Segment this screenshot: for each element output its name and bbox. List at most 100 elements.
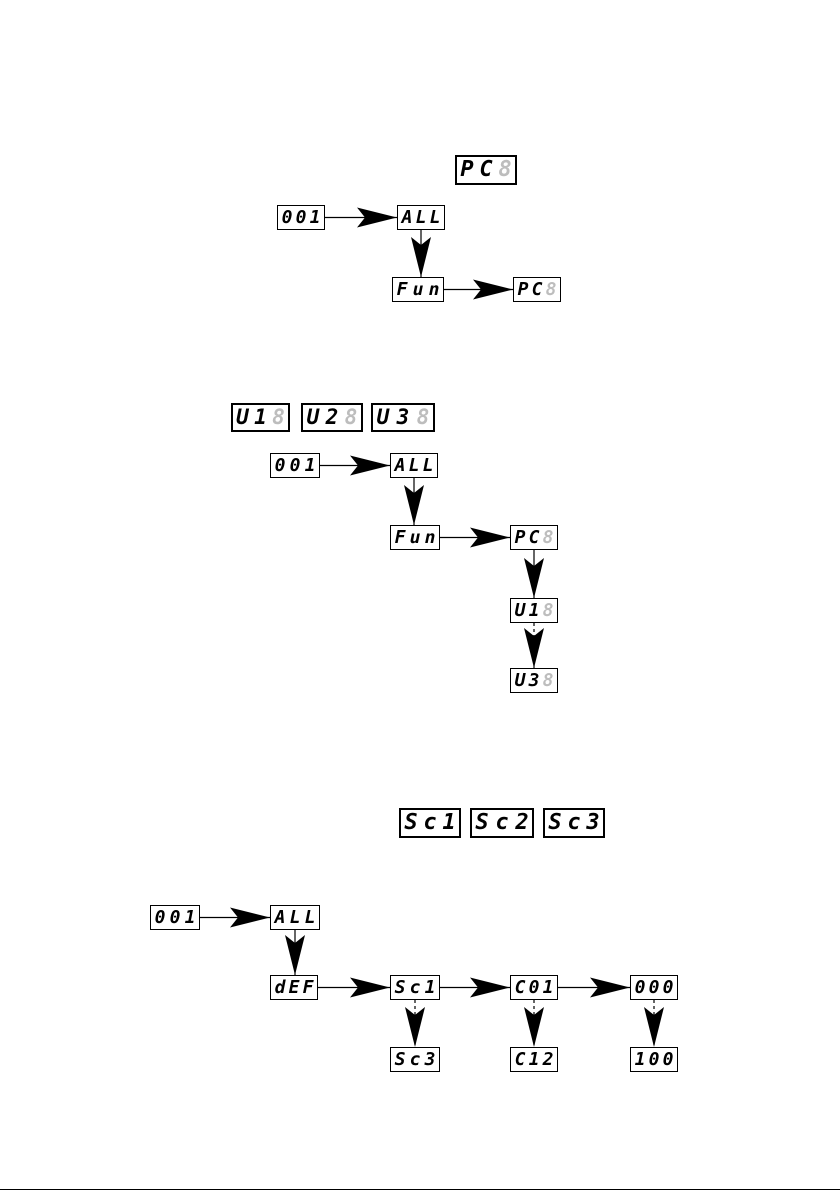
segment-digit: F	[302, 979, 315, 997]
segment-digit: A	[394, 457, 407, 475]
segment-digit: 8	[342, 407, 360, 428]
segment-digit: 1	[440, 812, 458, 834]
segment-digit: 0	[662, 1051, 675, 1069]
segment-digit: S	[546, 812, 564, 834]
segment-digit: 0	[295, 209, 308, 227]
segment-digit: 0	[281, 209, 294, 227]
segment-digit: c	[408, 1051, 422, 1069]
segment-digit: 0	[528, 979, 541, 997]
segment-digit: n	[427, 281, 442, 299]
page-bottom-rule	[0, 1189, 840, 1190]
segment-digit: c	[421, 812, 439, 834]
segment-digit: 0	[648, 1051, 661, 1069]
segment-digit: F	[395, 281, 410, 299]
segment-digit: 3	[584, 812, 602, 834]
segment-digit: S	[473, 812, 492, 834]
segment-digit: L	[429, 209, 442, 227]
segment-digit: 1	[528, 602, 541, 620]
segment-digit: S	[393, 1051, 407, 1069]
segment-digit: 0	[648, 979, 661, 997]
segment-digit: 8	[496, 159, 514, 181]
segment-digit: 8	[542, 602, 555, 620]
segment-digit: 1	[542, 979, 555, 997]
segment-digit: S	[402, 812, 420, 834]
segment-digit: L	[303, 909, 317, 927]
segment-digit: L	[415, 209, 428, 227]
segment-digit: C	[531, 281, 544, 299]
segment-digit: C	[514, 979, 527, 997]
segment-digit: 0	[273, 457, 287, 475]
segment-digit: P	[517, 281, 530, 299]
segment-digit: P	[514, 529, 527, 547]
segment-digit: 8	[542, 529, 555, 547]
segment-digit: c	[408, 979, 422, 997]
segment-digit: d	[274, 979, 287, 997]
segment-digit: E	[288, 979, 301, 997]
segment-digit: 0	[662, 979, 675, 997]
segment-digit: u	[408, 529, 422, 547]
segment-digit: 0	[168, 909, 182, 927]
segment-digit: u	[411, 281, 426, 299]
segment-digit: 1	[252, 407, 269, 428]
segment-digit: C	[477, 159, 495, 181]
segment-digit: 1	[303, 457, 317, 475]
segment-digit: 2	[513, 812, 532, 834]
segment-digit: 3	[423, 1051, 437, 1069]
segment-digit: 0	[153, 909, 167, 927]
segment-digit: 3	[394, 407, 413, 428]
segment-digit: U	[304, 407, 322, 428]
segment-digit: U	[514, 672, 527, 690]
segment-digit: C	[514, 1051, 527, 1069]
segment-digit: L	[408, 457, 421, 475]
segment-digit: 2	[323, 407, 341, 428]
segment-digit: F	[393, 529, 407, 547]
segment-digit: n	[423, 529, 437, 547]
segment-digit: U	[234, 407, 251, 428]
segment-digit: 1	[528, 1051, 541, 1069]
segment-digit: 2	[542, 1051, 555, 1069]
segment-digit: 1	[183, 909, 197, 927]
segment-digit: A	[273, 909, 287, 927]
segment-digit: 8	[414, 407, 433, 428]
segment-digit: A	[401, 209, 414, 227]
segment-digit: C	[528, 529, 541, 547]
segment-digit: U	[374, 407, 393, 428]
segment-digit: 1	[423, 979, 437, 997]
segment-digit: 0	[288, 457, 302, 475]
segment-digit: c	[493, 812, 512, 834]
segment-digit: L	[422, 457, 435, 475]
segment-digit: 8	[270, 407, 287, 428]
segment-digit: c	[565, 812, 583, 834]
segment-digit: 8	[545, 281, 558, 299]
segment-digit: 1	[309, 209, 322, 227]
segment-digit: 8	[542, 672, 555, 690]
segment-digit: P	[458, 159, 476, 181]
segment-digit: 0	[634, 979, 647, 997]
segment-digit: L	[288, 909, 302, 927]
